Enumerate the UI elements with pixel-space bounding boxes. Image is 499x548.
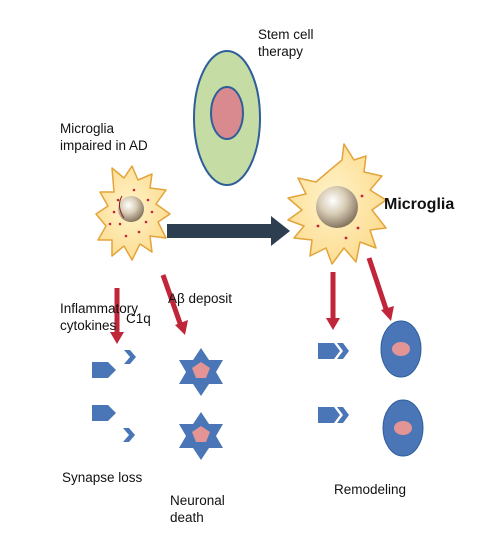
label-neuronal-death: Neuronal death <box>170 492 225 526</box>
healthy-microglia-icon <box>287 143 387 265</box>
arrow-abeta <box>160 274 184 327</box>
label-abeta-deposit: Aβ deposit <box>168 291 233 306</box>
synapse-icon <box>92 350 136 442</box>
label-microglia-impaired-line1: Microglia <box>60 121 115 136</box>
arrow-remodel-right <box>366 257 390 313</box>
label-remodeling: Remodeling <box>334 482 407 497</box>
impaired-microglia-icon <box>95 165 171 261</box>
label-neuronal-death-line2: death <box>170 510 204 525</box>
neuron-star-icon <box>179 348 223 460</box>
label-inflammatory: Inflammatory cytokines <box>60 300 138 334</box>
red-arrowheads <box>110 306 394 344</box>
label-stem-cell-line2: therapy <box>258 44 304 59</box>
label-microglia: Microglia <box>384 196 455 213</box>
label-stem-cell-line1: Stem cell <box>258 27 314 42</box>
label-neuronal-death-line1: Neuronal <box>170 493 225 508</box>
label-inflammatory-line2: cytokines <box>60 318 117 333</box>
label-inflammatory-line1: Inflammatory <box>60 301 139 316</box>
label-c1q: C1q <box>126 311 151 326</box>
label-synapse-loss: Synapse loss <box>62 470 143 485</box>
stem-cell-icon <box>193 50 261 186</box>
label-microglia-impaired: Microglia impaired in AD <box>60 120 148 154</box>
remodeled-synapse-icon <box>318 343 349 423</box>
label-microglia-impaired-line2: impaired in AD <box>60 138 148 153</box>
red-arrows <box>114 257 390 334</box>
remodeled-cell-icon <box>380 320 424 457</box>
label-stem-cell: Stem cell therapy <box>258 26 314 60</box>
transition-arrow <box>167 216 290 246</box>
